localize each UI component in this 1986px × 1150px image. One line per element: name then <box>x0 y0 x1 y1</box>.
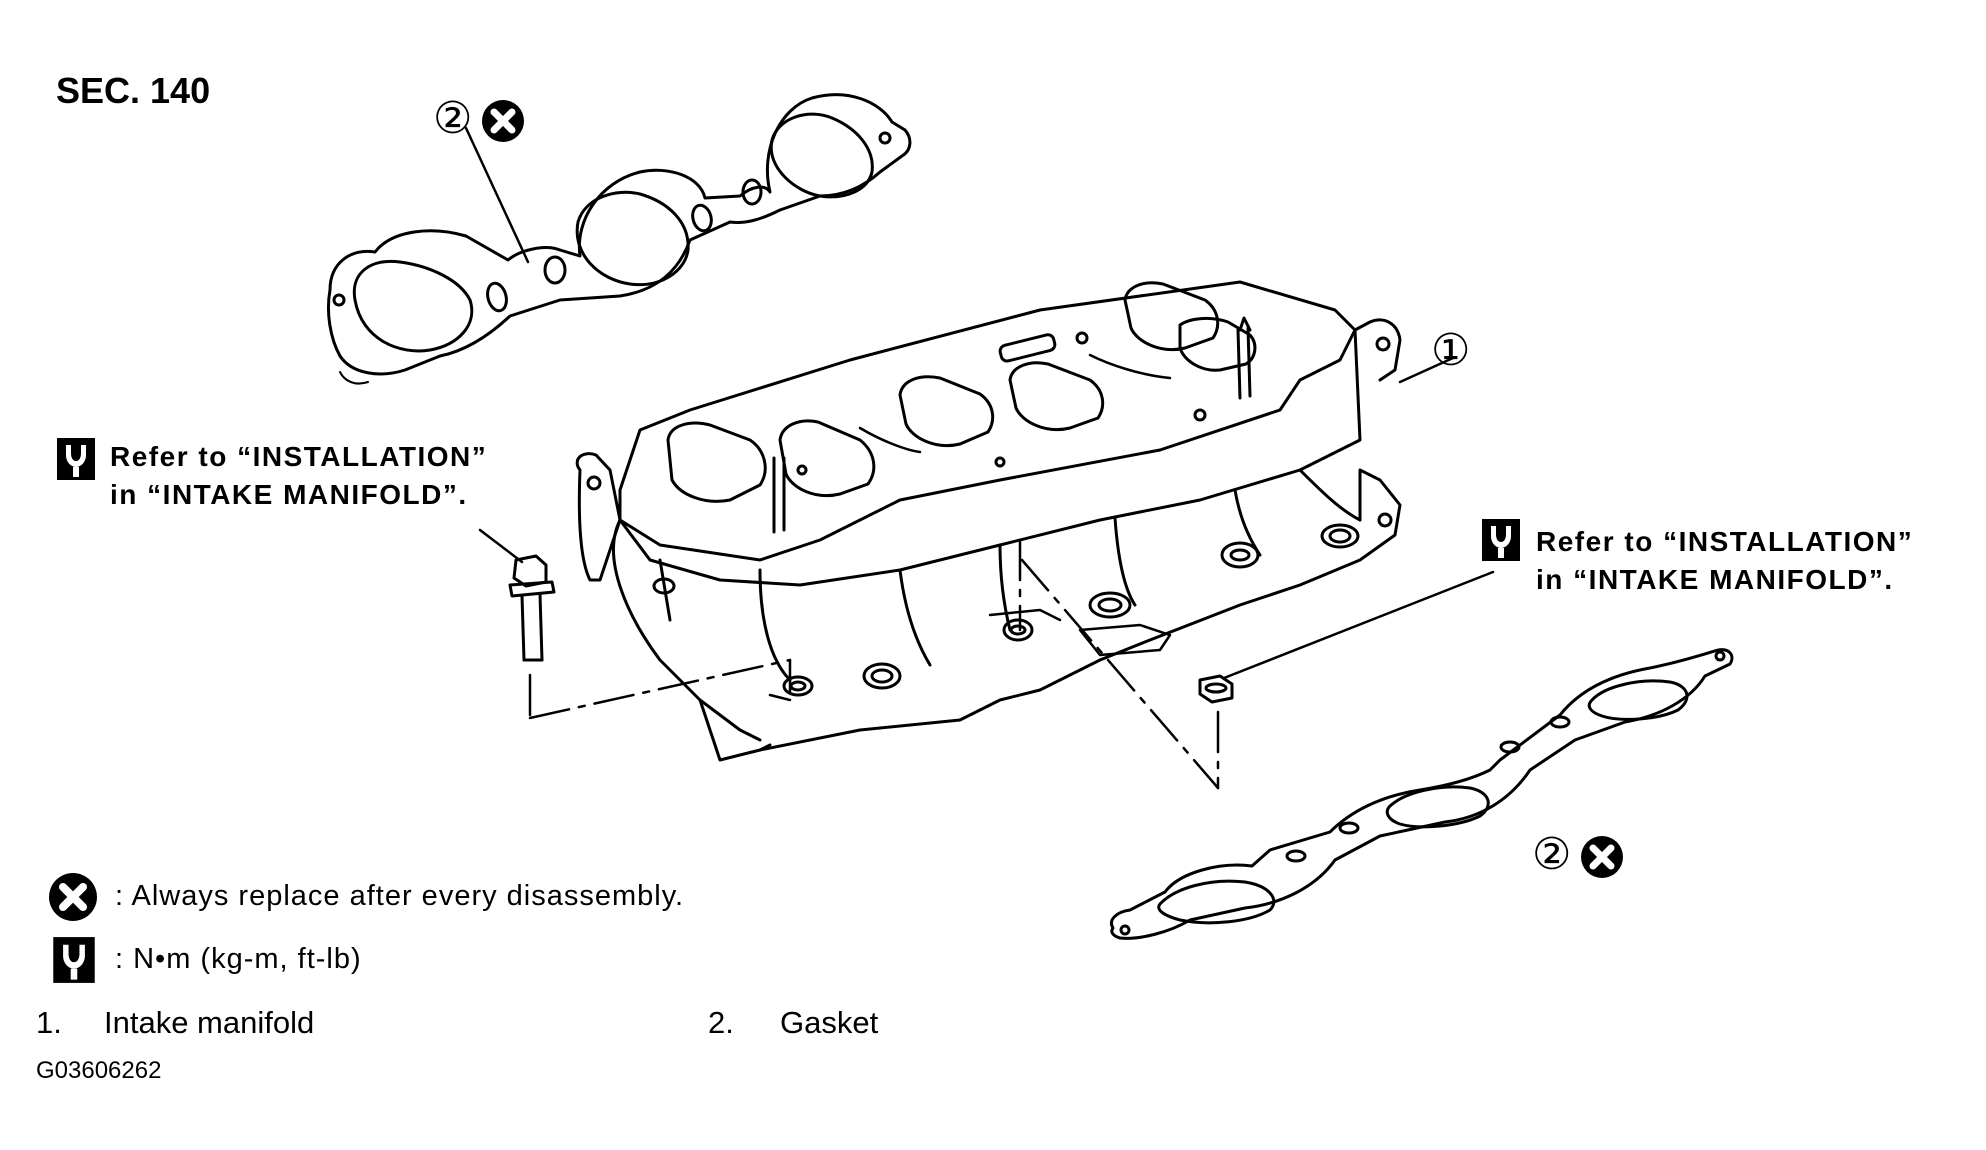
upper-gasket <box>326 93 912 385</box>
part-number: 1. <box>36 1005 62 1040</box>
torque-wrench-icon <box>1482 519 1520 561</box>
part-name: Gasket <box>780 1005 879 1040</box>
torque-note-line2: in “INTAKE MANIFOLD”. <box>1536 564 1894 595</box>
part-name: Intake manifold <box>104 1005 315 1040</box>
callout-number: ② <box>1532 829 1572 880</box>
torque-note-left: Refer to “INSTALLATION” in “INTAKE MANIF… <box>110 438 487 514</box>
legend-torque: : N•m (kg-m, ft-lb) <box>115 943 362 975</box>
callout-gasket-lower: ② <box>1532 829 1652 881</box>
nut <box>1198 674 1234 704</box>
callout-number: ② <box>433 93 473 144</box>
replace-x-icon <box>482 100 524 142</box>
lower-gasket <box>1110 648 1734 940</box>
torque-wrench-icon <box>53 937 95 983</box>
callout-manifold: ① <box>1431 325 1471 376</box>
replace-x-icon <box>49 873 97 921</box>
callout-gasket-upper: ② <box>433 93 553 145</box>
torque-note-line1: Refer to “INSTALLATION” <box>1536 526 1914 557</box>
intake-manifold <box>575 280 1402 762</box>
legend-replace: : Always replace after every disassembly… <box>115 880 685 912</box>
part-number: 2. <box>708 1005 734 1040</box>
figure-id: G03606262 <box>36 1057 162 1084</box>
replace-x-icon <box>1581 836 1623 878</box>
torque-wrench-icon <box>57 438 95 480</box>
section-label: SEC. 140 <box>56 70 211 111</box>
alignment-lines <box>528 538 1220 790</box>
torque-note-right: Refer to “INSTALLATION” in “INTAKE MANIF… <box>1536 523 1913 599</box>
torque-note-line1: Refer to “INSTALLATION” <box>110 441 488 472</box>
bolt <box>508 554 556 662</box>
torque-note-line2: in “INTAKE MANIFOLD”. <box>110 479 468 510</box>
